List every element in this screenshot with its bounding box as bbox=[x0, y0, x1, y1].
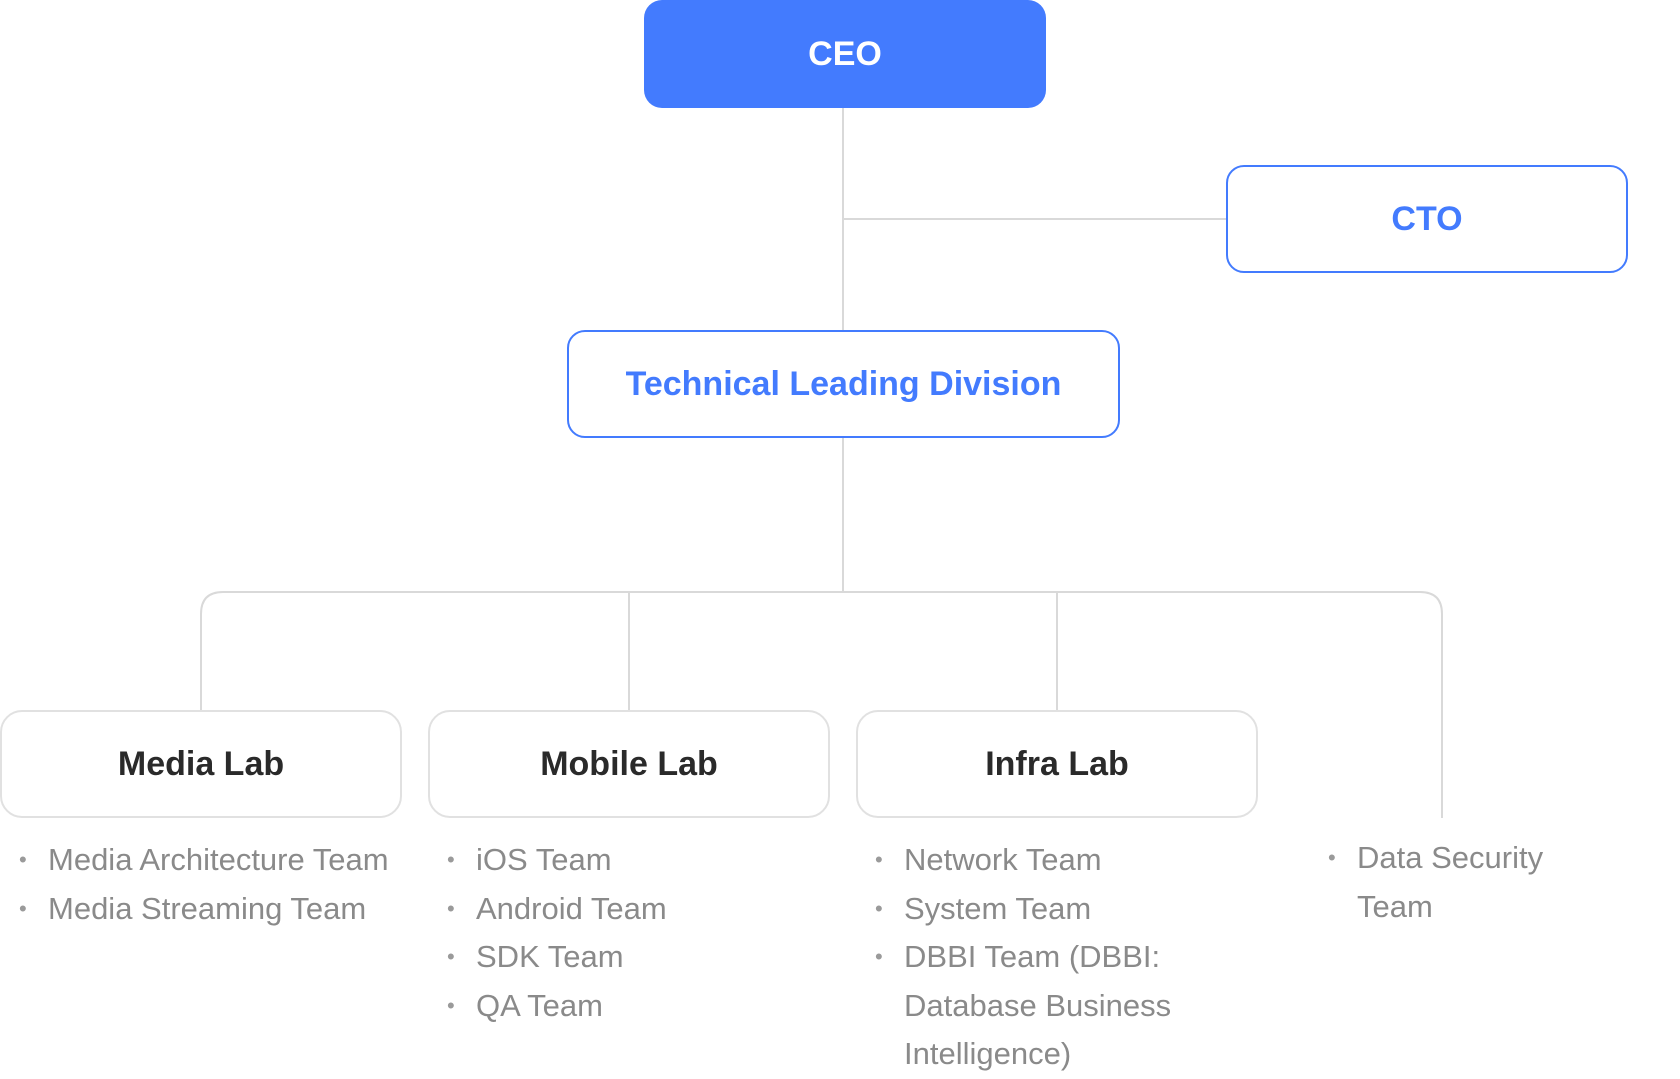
node-division-label: Technical Leading Division bbox=[625, 364, 1062, 403]
list-item: • Media Architecture Team bbox=[0, 836, 400, 885]
bullet-icon: • bbox=[447, 895, 455, 921]
bullet-icon: • bbox=[447, 944, 455, 969]
bullet-icon: • bbox=[19, 895, 27, 921]
node-infra-lab: Infra Lab bbox=[856, 710, 1258, 818]
infra-lab-team-list: • Network Team • System Team • DBBI Team (D… bbox=[856, 836, 1196, 1079]
list-item: • Android Team bbox=[428, 885, 718, 934]
mobile-lab-label: Mobile Lab bbox=[540, 744, 718, 783]
team-label: SDK Team bbox=[476, 939, 624, 974]
team-label: System Team bbox=[904, 890, 1092, 926]
list-item: • QA Team bbox=[428, 982, 718, 1031]
bullet-icon: • bbox=[875, 847, 883, 872]
bullet-icon: • bbox=[875, 895, 883, 921]
mobile-lab-team-list: • iOS Team • Android Team • SDK Team • QA Te… bbox=[428, 836, 718, 1030]
team-label: Network Team bbox=[904, 842, 1102, 877]
team-label: Media Architecture Team bbox=[48, 842, 389, 877]
team-label: DBBI Team (DBBI: Database Business Intel… bbox=[904, 939, 1172, 1071]
list-item: • Media Streaming Team bbox=[0, 885, 400, 934]
team-label: Android Team bbox=[476, 890, 667, 926]
data-security-team-list: • Data Security Team bbox=[1309, 834, 1589, 931]
team-label: QA Team bbox=[476, 987, 603, 1023]
bullet-icon: • bbox=[1328, 845, 1336, 870]
list-item: • Data Security Team bbox=[1309, 834, 1589, 931]
node-technical-leading-division: Technical Leading Division bbox=[567, 330, 1120, 438]
bullet-icon: • bbox=[447, 847, 455, 872]
infra-lab-label: Infra Lab bbox=[985, 744, 1129, 783]
node-media-lab: Media Lab bbox=[0, 710, 402, 818]
bullet-icon: • bbox=[875, 944, 883, 969]
team-label: Media Streaming Team bbox=[48, 890, 367, 926]
list-item: • System Team bbox=[856, 885, 1196, 934]
list-item: • SDK Team bbox=[428, 933, 718, 982]
node-ceo: CEO bbox=[644, 0, 1046, 108]
node-ceo-label: CEO bbox=[808, 34, 882, 73]
connector-lab-bus bbox=[200, 591, 1443, 818]
list-item: • DBBI Team (DBBI: Database Business Inte… bbox=[856, 933, 1196, 1079]
node-mobile-lab: Mobile Lab bbox=[428, 710, 830, 818]
media-lab-team-list: • Media Architecture Team • Media Streamin… bbox=[0, 836, 400, 933]
node-cto-label: CTO bbox=[1391, 199, 1463, 238]
team-label: iOS Team bbox=[476, 842, 612, 877]
list-item: • iOS Team bbox=[428, 836, 718, 885]
bullet-icon: • bbox=[447, 992, 455, 1018]
team-label: Data Security Team bbox=[1357, 840, 1544, 924]
bullet-icon: • bbox=[19, 847, 27, 872]
node-cto: CTO bbox=[1226, 165, 1628, 273]
media-lab-label: Media Lab bbox=[117, 744, 285, 783]
list-item: • Network Team bbox=[856, 836, 1196, 885]
